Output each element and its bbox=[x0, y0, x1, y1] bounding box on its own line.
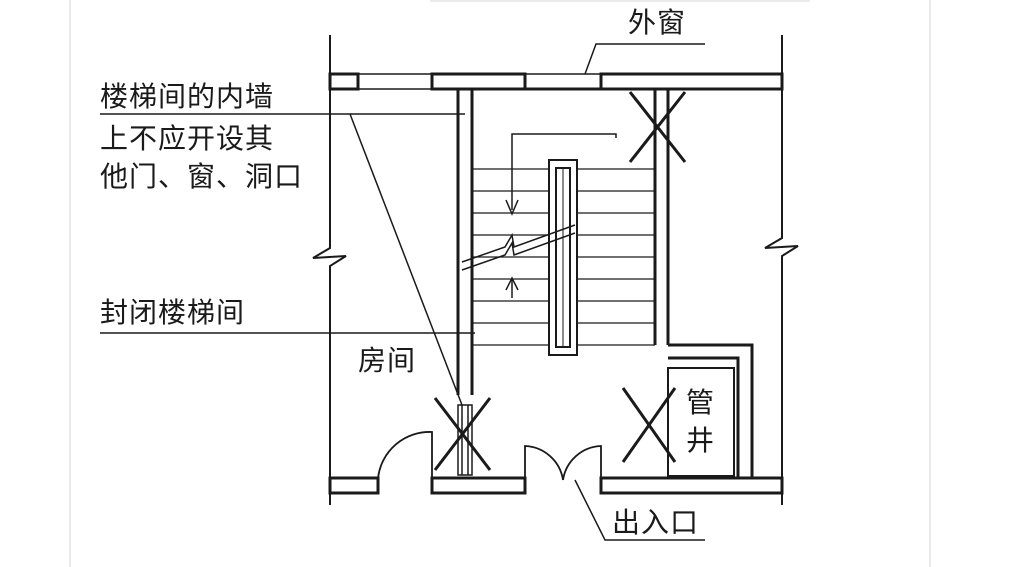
door-room bbox=[377, 431, 433, 492]
door-entrance-2 bbox=[562, 445, 602, 481]
top-exterior-wall bbox=[328, 72, 784, 91]
top-wall-segment-2 bbox=[430, 72, 527, 91]
leader-entrance bbox=[574, 479, 705, 541]
label-enclosed-stair: 封闭楼梯间 bbox=[100, 296, 245, 329]
top-wall-segment-3 bbox=[599, 72, 784, 91]
leader-inner-wall-diag bbox=[349, 113, 463, 406]
label-room: 房间 bbox=[358, 344, 416, 377]
label-shaft-line1: 管 bbox=[686, 386, 715, 419]
top-wall-segment-1 bbox=[328, 72, 360, 91]
label-inner-wall-line1: 楼梯间的内墙 bbox=[100, 80, 274, 113]
cross-mark-bottom-right bbox=[621, 387, 677, 463]
stair-direction-arrow bbox=[461, 133, 617, 298]
pipe-shaft-box bbox=[667, 367, 735, 477]
cross-mark-bottom-left bbox=[433, 397, 492, 471]
label-entrance: 出入口 bbox=[612, 506, 699, 539]
leader-lines bbox=[100, 43, 705, 541]
blocked-door-left bbox=[457, 404, 473, 476]
outer-wall-right bbox=[764, 35, 799, 505]
door-entrance bbox=[524, 445, 564, 481]
label-shaft-line2: 井 bbox=[686, 424, 715, 457]
leader-outer-window bbox=[584, 43, 705, 75]
label-inner-wall-line2: 上不应开设其 bbox=[100, 122, 274, 155]
stair-handrail bbox=[548, 159, 578, 356]
cross-mark-top-right bbox=[628, 91, 687, 163]
label-inner-wall-line3: 他门、窗、洞口 bbox=[100, 160, 303, 193]
outer-wall-left bbox=[312, 35, 347, 505]
bottom-walls bbox=[328, 476, 784, 495]
label-outer-window: 外窗 bbox=[628, 6, 686, 39]
stair-inner-wall-left bbox=[456, 87, 601, 395]
